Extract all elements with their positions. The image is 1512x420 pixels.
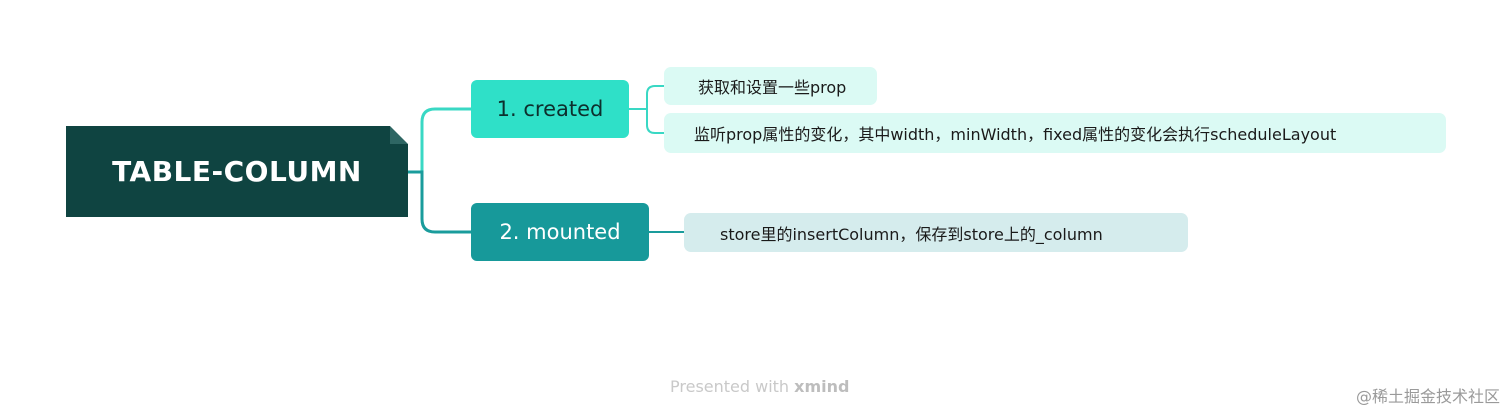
folded-corner-icon	[390, 126, 408, 144]
xmind-watermark: Presented with xmind	[670, 377, 849, 396]
subtopic-label: 监听prop属性的变化，其中width，minWidth，fixed属性的变化会…	[694, 125, 1337, 144]
connector-created-to-leaf-2	[646, 109, 664, 134]
branch-topic-created[interactable]: 1. created	[471, 80, 629, 138]
subtopic-insert-column[interactable]: store里的insertColumn，保存到store上的_column	[684, 213, 1188, 252]
branch-topic-label: 1. created	[496, 97, 604, 121]
subtopic-get-set-prop[interactable]: 获取和设置一些prop	[664, 67, 877, 105]
xmind-logo-text: xmind	[794, 377, 850, 396]
subtopic-watch-prop[interactable]: 监听prop属性的变化，其中width，minWidth，fixed属性的变化会…	[664, 113, 1446, 153]
watermark-text: Presented with	[670, 377, 795, 396]
site-credit: @稀土掘金技术社区	[1355, 387, 1500, 406]
subtopic-label: store里的insertColumn，保存到store上的_column	[720, 224, 1103, 244]
connector-root-to-mounted	[408, 170, 471, 234]
root-topic[interactable]: TABLE-COLUMN	[66, 126, 408, 217]
branch-topic-mounted[interactable]: 2. mounted	[471, 203, 649, 261]
branch-topic-label: 2. mounted	[499, 220, 621, 244]
connector-root-to-created	[408, 107, 471, 174]
connector-created-to-leaf-1	[629, 85, 664, 110]
root-topic-label: TABLE-COLUMN	[112, 155, 362, 188]
subtopic-label: 获取和设置一些prop	[698, 78, 847, 97]
